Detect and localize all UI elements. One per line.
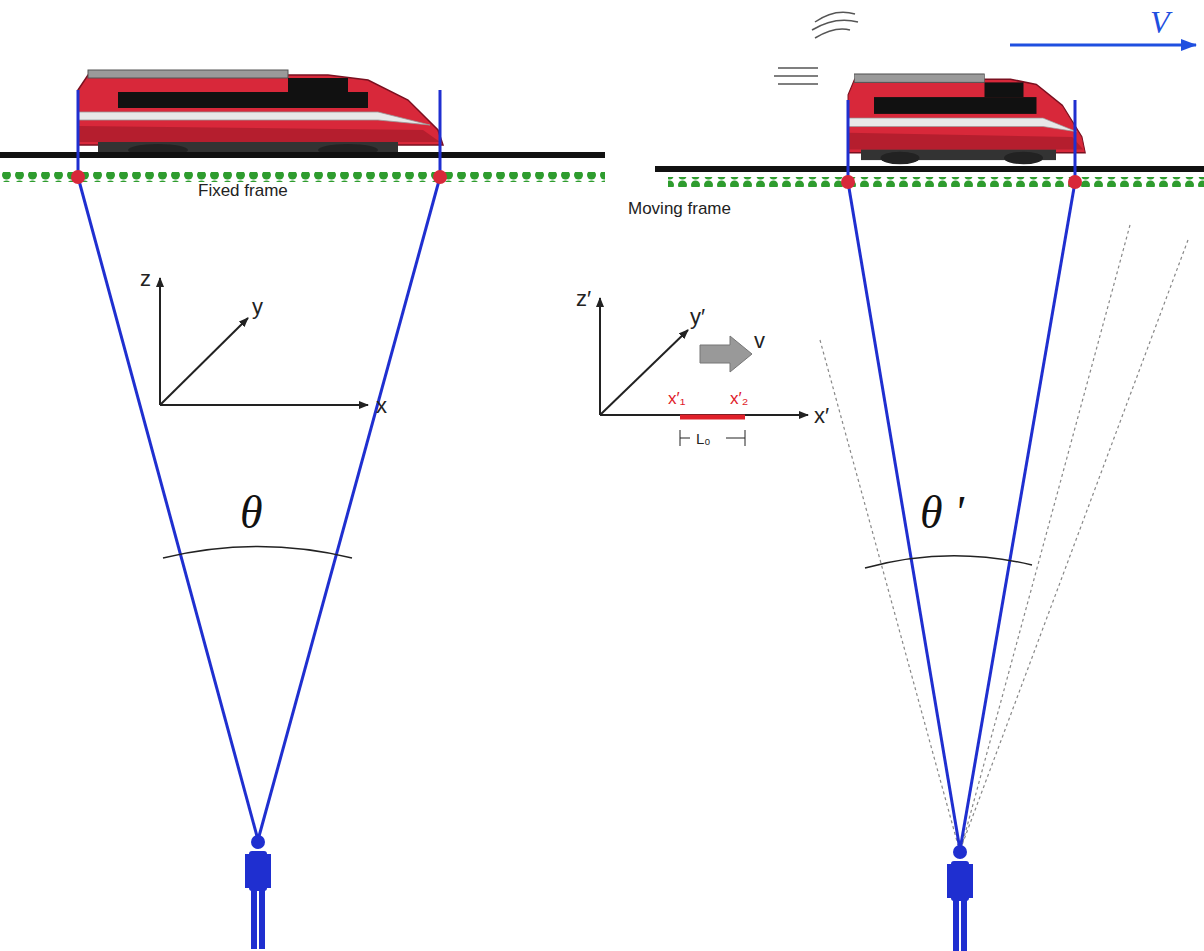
axis-label: x′ — [814, 405, 829, 427]
angle-label: θ ' — [920, 490, 964, 536]
axis-label: z′ — [576, 288, 591, 310]
axis-label: z — [140, 268, 151, 290]
point-label: x′₂ — [730, 390, 748, 407]
axis-label: x — [376, 395, 387, 417]
point-label: x′₁ — [668, 390, 685, 407]
frame-title: Moving frame — [628, 200, 731, 217]
velocity-label: V — [1150, 6, 1170, 38]
angle-label: θ — [240, 490, 263, 536]
axis-label: y′ — [690, 306, 705, 328]
axis-label: y — [252, 296, 263, 318]
velocity-label: v — [754, 330, 765, 352]
length-label: L₀ — [696, 431, 711, 446]
frame-title: Fixed frame — [198, 182, 288, 199]
